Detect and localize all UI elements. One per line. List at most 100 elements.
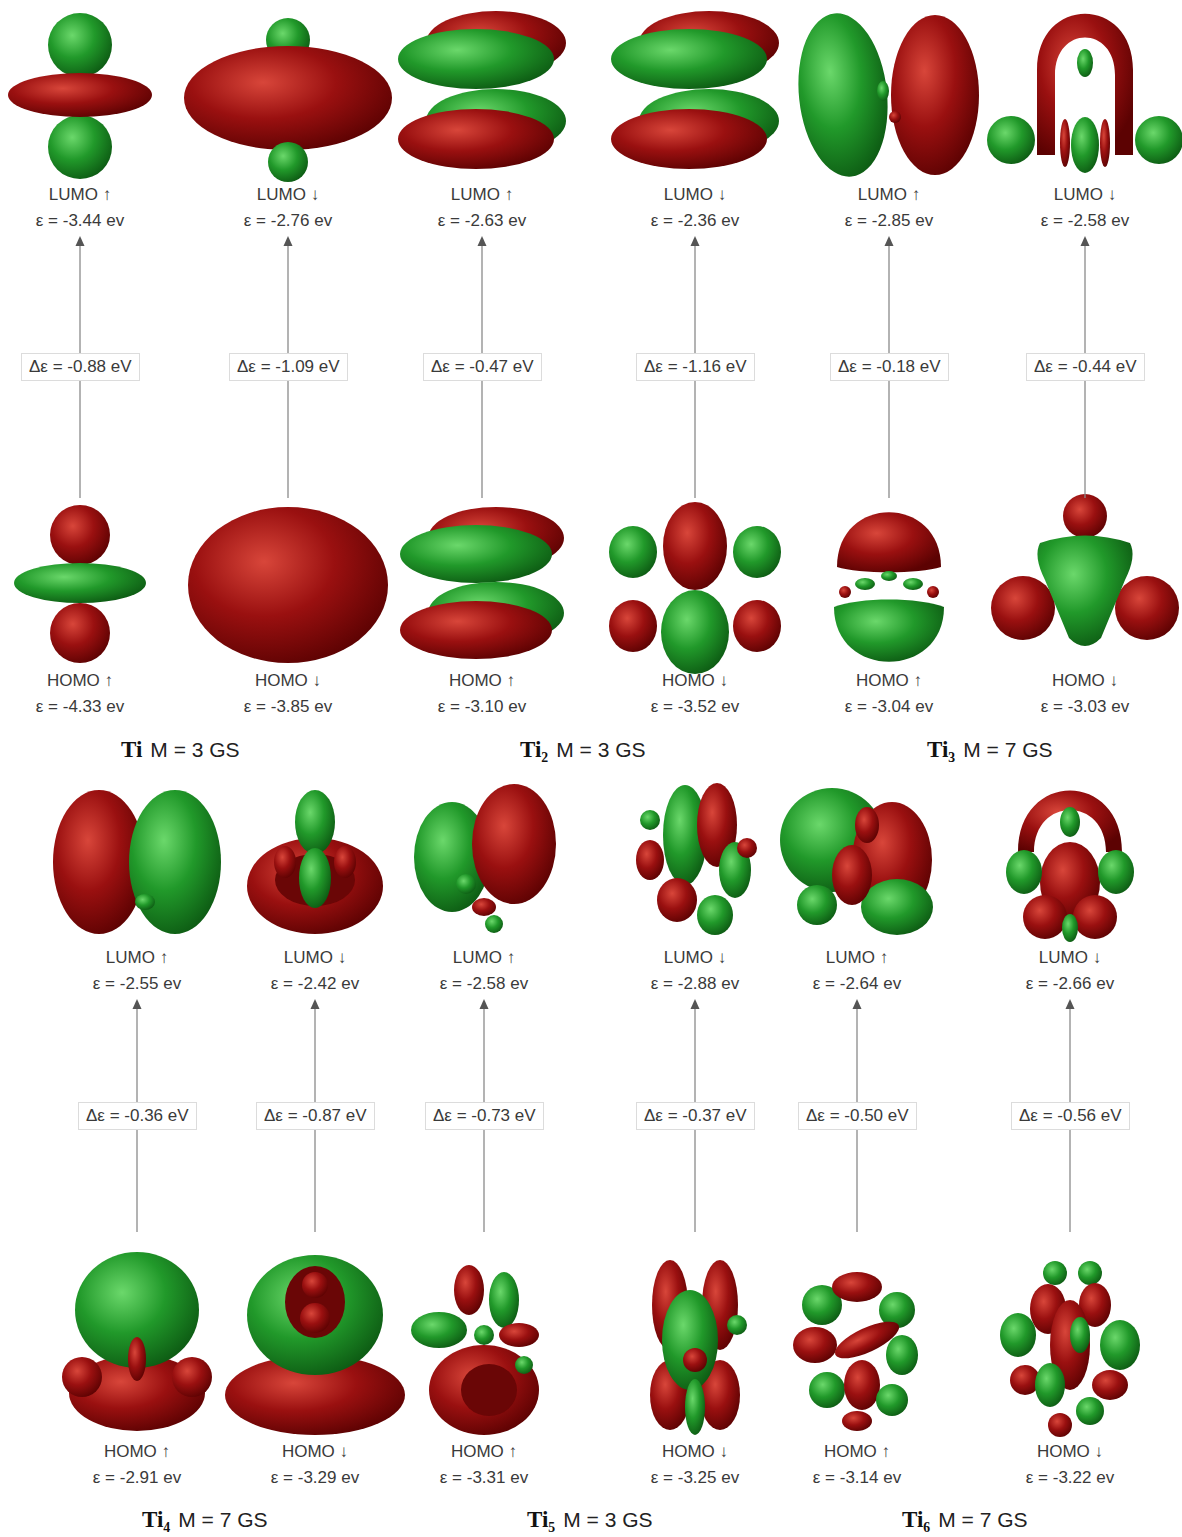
- lobe: [461, 1364, 517, 1416]
- energy-value: ε = -2.76 ev: [213, 208, 363, 234]
- lobe: [903, 578, 923, 590]
- lobe: [611, 109, 767, 169]
- lobe: [135, 894, 155, 910]
- lobe: [247, 1255, 383, 1375]
- gap-label: Δε = -1.09 eV: [229, 353, 348, 381]
- lobe: [1062, 914, 1078, 942]
- lobe: [50, 505, 110, 565]
- orbital-node: HOMO ↑ε = -3.14 ev: [782, 1232, 932, 1491]
- orbital-lobes: [398, 11, 566, 169]
- orbital-node: LUMO ↑ε = -2.55 ev: [62, 782, 212, 997]
- lobe: [1092, 1370, 1128, 1400]
- orbital-lobes: [1000, 1261, 1140, 1437]
- lobe: [485, 915, 503, 933]
- orbital-image-area: [5, 10, 155, 182]
- orbital-image-area: [995, 1232, 1145, 1439]
- energy-value: ε = -3.25 ev: [620, 1465, 770, 1491]
- orbital-label: HOMO ↑: [62, 1439, 212, 1465]
- lobe: [50, 603, 110, 663]
- orbital-image-area: [620, 782, 770, 945]
- cluster-title: Ti₃M = 7 GS: [927, 737, 1053, 763]
- lobe: [663, 502, 727, 590]
- lobe: [456, 874, 476, 894]
- orbital-label: HOMO ↑: [409, 1439, 559, 1465]
- lobe: [809, 1372, 845, 1408]
- orbital-image-area: [782, 782, 932, 945]
- lobe: [398, 29, 554, 89]
- lobe: [640, 810, 660, 830]
- lobe: [1048, 1413, 1072, 1437]
- orbital-label: LUMO ↓: [240, 945, 390, 971]
- orbital-lobes: [609, 502, 781, 674]
- orbital-image-area: [995, 782, 1145, 945]
- multiplicity-label: M = 3 GS: [150, 738, 239, 762]
- gap-label: Δε = -0.56 eV: [1011, 1102, 1130, 1130]
- energy-value: ε = -2.63 ev: [407, 208, 557, 234]
- energy-value: ε = -3.31 ev: [409, 1465, 559, 1491]
- orbital-node: HOMO ↑ε = -3.10 ev: [407, 498, 557, 720]
- arrow-head: [1066, 999, 1075, 1009]
- orbital-image-area: [1010, 498, 1160, 668]
- orbital-node: LUMO ↓ε = -2.58 ev: [1010, 10, 1160, 234]
- lobe: [842, 1411, 872, 1431]
- gap-label: Δε = -0.50 eV: [798, 1102, 917, 1130]
- lobe: [472, 898, 496, 916]
- lobe: [927, 586, 939, 598]
- orbital-node: HOMO ↓ε = -3.22 ev: [995, 1232, 1145, 1491]
- gap-label: Δε = -0.18 eV: [830, 353, 949, 381]
- orbital-lobes: [791, 9, 979, 181]
- lobe: [1060, 807, 1080, 837]
- cluster-name: Ti₂: [520, 737, 548, 763]
- orbital-node: HOMO ↑ε = -3.31 ev: [409, 1232, 559, 1491]
- energy-value: ε = -3.29 ev: [240, 1465, 390, 1491]
- energy-value: ε = -2.85 ev: [814, 208, 964, 234]
- lobe: [128, 1337, 146, 1381]
- energy-value: ε = -2.58 ev: [409, 971, 559, 997]
- orbital-node: HOMO ↓ε = -3.52 ev: [620, 498, 770, 720]
- lobe: [1018, 791, 1122, 853]
- lobe: [1076, 1397, 1104, 1425]
- energy-value: ε = -2.88 ev: [620, 971, 770, 997]
- orbital-lobes: [247, 790, 383, 934]
- orbital-lobes: [1006, 791, 1134, 943]
- orbital-label: LUMO ↓: [1010, 182, 1160, 208]
- orbital-label: LUMO ↑: [409, 945, 559, 971]
- lobe: [299, 848, 331, 908]
- orbital-image-area: [213, 10, 363, 182]
- orbital-lobes: [636, 783, 757, 935]
- lobe: [398, 109, 554, 169]
- energy-value: ε = -3.03 ev: [1010, 694, 1160, 720]
- orbital-lobes: [650, 1260, 747, 1435]
- orbital-lobes: [14, 505, 146, 663]
- lobe: [268, 142, 308, 182]
- orbital-label: LUMO ↑: [407, 182, 557, 208]
- orbital-image-area: [407, 498, 557, 668]
- orbital-node: HOMO ↓ε = -3.25 ev: [620, 1232, 770, 1491]
- lobe: [991, 576, 1055, 640]
- lobe: [861, 879, 933, 935]
- lobe: [791, 9, 896, 181]
- arrow-head: [691, 999, 700, 1009]
- lobe: [1071, 117, 1099, 173]
- orbital-label: LUMO ↑: [5, 182, 155, 208]
- lobe: [837, 512, 941, 572]
- orbital-node: LUMO ↓ε = -2.88 ev: [620, 782, 770, 997]
- lobe: [1100, 119, 1110, 167]
- lobe: [832, 1272, 882, 1302]
- orbital-node: LUMO ↓ε = -2.66 ev: [995, 782, 1145, 997]
- cluster-title: Ti₄M = 7 GS: [142, 1507, 268, 1533]
- energy-value: ε = -3.52 ev: [620, 694, 770, 720]
- lobe: [302, 1272, 328, 1298]
- orbital-node: LUMO ↑ε = -2.63 ev: [407, 10, 557, 234]
- cluster-title: Ti₅M = 3 GS: [527, 1507, 653, 1533]
- orbital-image-area: [240, 1232, 390, 1439]
- arrow-head: [853, 999, 862, 1009]
- orbital-lobes: [400, 507, 564, 659]
- lobe: [733, 600, 781, 652]
- orbital-lobes: [8, 13, 152, 179]
- arrow-head: [480, 999, 489, 1009]
- lobe: [662, 1290, 718, 1390]
- gap-label: Δε = -0.87 eV: [256, 1102, 375, 1130]
- lobe: [300, 1303, 330, 1333]
